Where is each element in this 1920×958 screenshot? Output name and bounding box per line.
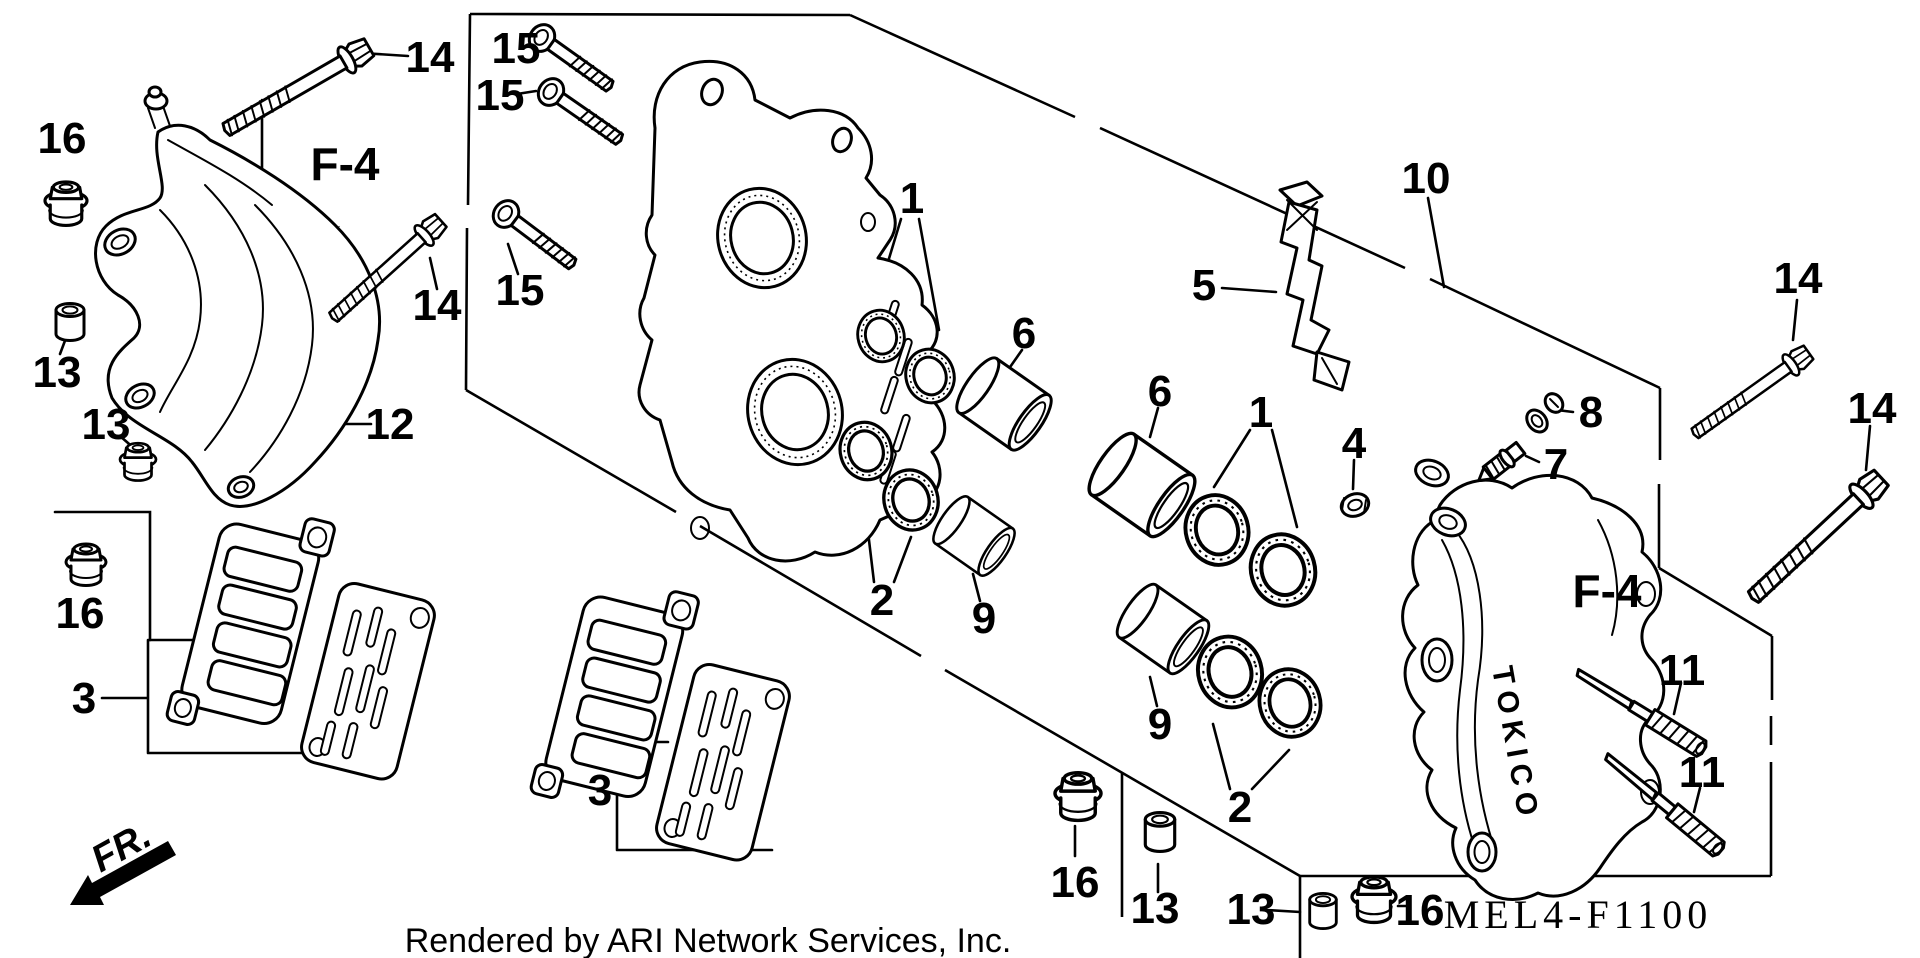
callout-label-1[interactable]: 1 <box>900 174 924 223</box>
part-12-left-caliper-assembly <box>94 85 382 508</box>
group-border-lines <box>464 12 1774 958</box>
callout-label-14[interactable]: 14 <box>1774 254 1823 303</box>
part-13-bushing-drawing <box>54 302 86 342</box>
ref-label: F-4 <box>1573 565 1642 617</box>
callout-label-15[interactable]: 15 <box>496 266 545 315</box>
callout-label-3[interactable]: 3 <box>72 674 96 723</box>
callout-label-8[interactable]: 8 <box>1579 388 1603 437</box>
callout-label-2[interactable]: 2 <box>870 576 894 625</box>
ref-label: F-4 <box>311 138 380 190</box>
callout-label-11[interactable]: 11 <box>1679 748 1726 797</box>
callout-label-13[interactable]: 13 <box>33 348 82 397</box>
part-13-bushing-drawing <box>1143 811 1177 853</box>
callout-label-16[interactable]: 16 <box>38 114 87 163</box>
part-10-right-caliper-assembly: TOKICO <box>1401 458 1666 901</box>
callout-label-13[interactable]: 13 <box>1131 884 1180 933</box>
part-5-pad-spring-drawing <box>1278 180 1351 392</box>
part-1-piston-seal-drawing <box>1240 524 1326 616</box>
part-7-bleed-screw-drawing <box>1477 440 1527 483</box>
part-15-bolt-drawing <box>486 194 584 278</box>
part-6-piston-drawing <box>948 350 1060 458</box>
part-3-brake-pad-drawing <box>296 578 440 784</box>
part-15-bolt-drawing <box>531 72 631 154</box>
callout-label-16[interactable]: 16 <box>1051 858 1100 907</box>
callout-label-13[interactable]: 13 <box>1227 885 1276 934</box>
callout-label-9[interactable]: 9 <box>1148 700 1172 749</box>
part-16-boot-drawing <box>64 542 108 587</box>
part-16-boot-drawing <box>43 180 89 228</box>
callout-label-13[interactable]: 13 <box>82 400 131 449</box>
callout-label-14[interactable]: 14 <box>1848 384 1897 433</box>
callout-label-16[interactable]: 16 <box>1396 886 1445 935</box>
callout-label-9[interactable]: 9 <box>972 594 996 643</box>
part-3-brake-pad-drawing <box>651 659 795 865</box>
callout-label-6[interactable]: 6 <box>1148 367 1172 416</box>
part-13-bushing-drawing <box>1308 891 1338 931</box>
part-14-bolt-drawing <box>1685 340 1817 446</box>
callout-label-11[interactable]: 11 <box>1659 646 1706 695</box>
fr-direction-arrow <box>70 841 176 905</box>
rendered-by-credit: Rendered by ARI Network Services, Inc. <box>405 922 1012 958</box>
fr-label: FR. <box>85 814 159 880</box>
callout-label-2[interactable]: 2 <box>1228 783 1252 832</box>
part-16-boot-drawing <box>1350 875 1398 925</box>
callout-label-4[interactable]: 4 <box>1342 419 1367 468</box>
callout-label-15[interactable]: 15 <box>492 24 541 73</box>
part-14-bolt-drawing <box>1739 464 1894 612</box>
callout-label-16[interactable]: 16 <box>56 589 105 638</box>
part-14-bolt-drawing <box>215 32 378 145</box>
callout-label-15[interactable]: 15 <box>476 71 525 120</box>
callout-label-6[interactable]: 6 <box>1012 309 1036 358</box>
callout-label-7[interactable]: 7 <box>1544 440 1568 489</box>
callout-label-3[interactable]: 3 <box>588 766 612 815</box>
callout-label-5[interactable]: 5 <box>1192 261 1216 310</box>
callout-label-1[interactable]: 1 <box>1249 388 1273 437</box>
callout-label-12[interactable]: 12 <box>366 400 415 449</box>
callout-label-10[interactable]: 10 <box>1402 154 1451 203</box>
figure-code: MEL4-F1100 <box>1444 892 1713 937</box>
callout-label-14[interactable]: 14 <box>406 33 455 82</box>
part-9-piston-drawing <box>926 490 1022 582</box>
part-16-boot-drawing <box>1053 770 1103 823</box>
callout-label-14[interactable]: 14 <box>413 281 462 330</box>
part-8-bleeder-cap-drawing <box>1525 392 1565 434</box>
part-4-nut-drawing <box>1339 492 1371 518</box>
